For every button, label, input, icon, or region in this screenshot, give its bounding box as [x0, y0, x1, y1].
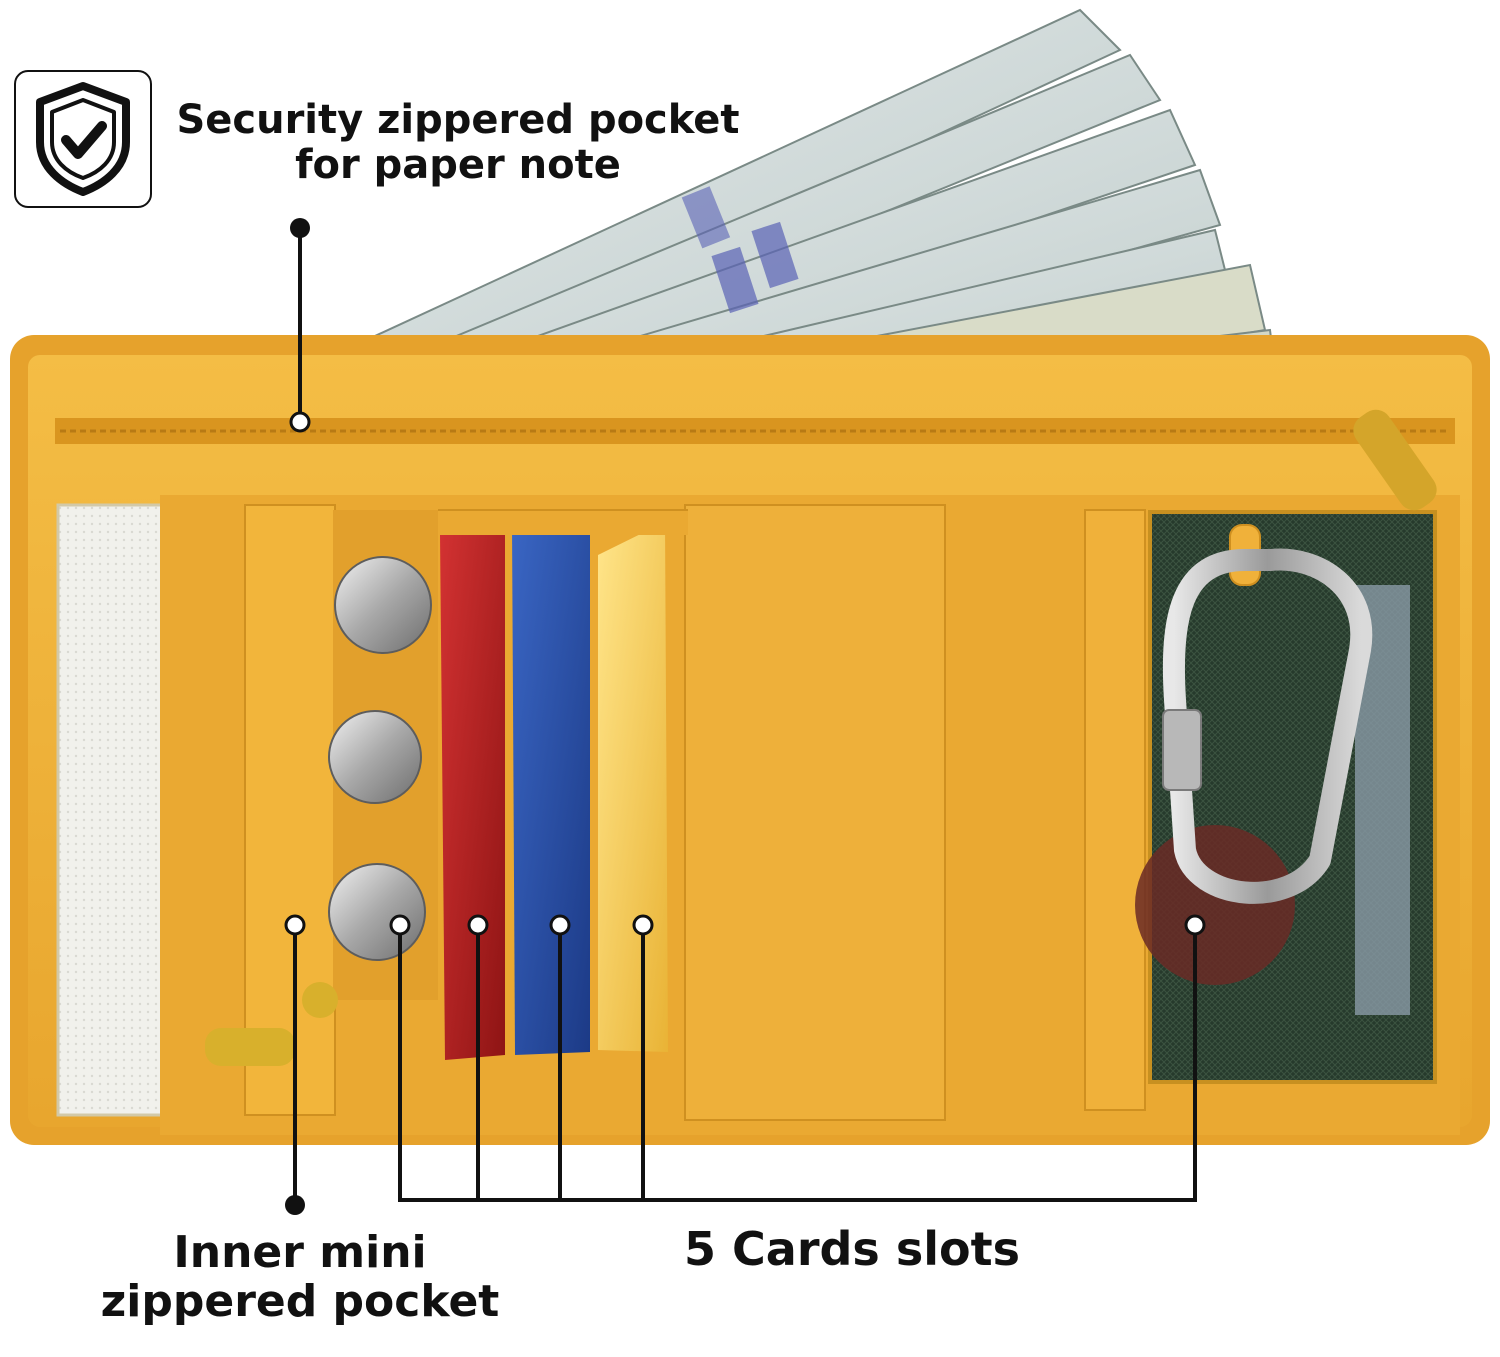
coin — [328, 863, 426, 961]
zipper-pull — [205, 1028, 295, 1066]
inner-pocket-label: Inner mini zippered pocket — [70, 1228, 530, 1327]
callout-dots — [284, 218, 1206, 1215]
security-pocket-label-line2: for paper note — [295, 141, 621, 188]
shield-check-icon — [36, 82, 130, 196]
credit-card — [512, 522, 590, 1055]
card-slots-label: 5 Cards slots — [684, 1222, 1020, 1276]
credit-card — [440, 525, 505, 1060]
security-pocket-label-line1: Security zippered pocket — [176, 97, 740, 143]
carabiner — [1162, 524, 1373, 904]
coin — [328, 710, 422, 804]
callout-lines — [293, 228, 1197, 1205]
coin — [334, 556, 432, 654]
wallet — [10, 335, 1490, 1145]
inner-pocket-label-line2: zippered pocket — [100, 1276, 500, 1328]
security-pocket-label: Security zippered pocket for paper note — [168, 98, 748, 188]
zipper-pull — [1353, 409, 1437, 511]
shield-badge — [14, 70, 152, 208]
credit-card — [598, 522, 668, 1052]
inner-pocket-label-line1: Inner mini — [173, 1227, 427, 1278]
